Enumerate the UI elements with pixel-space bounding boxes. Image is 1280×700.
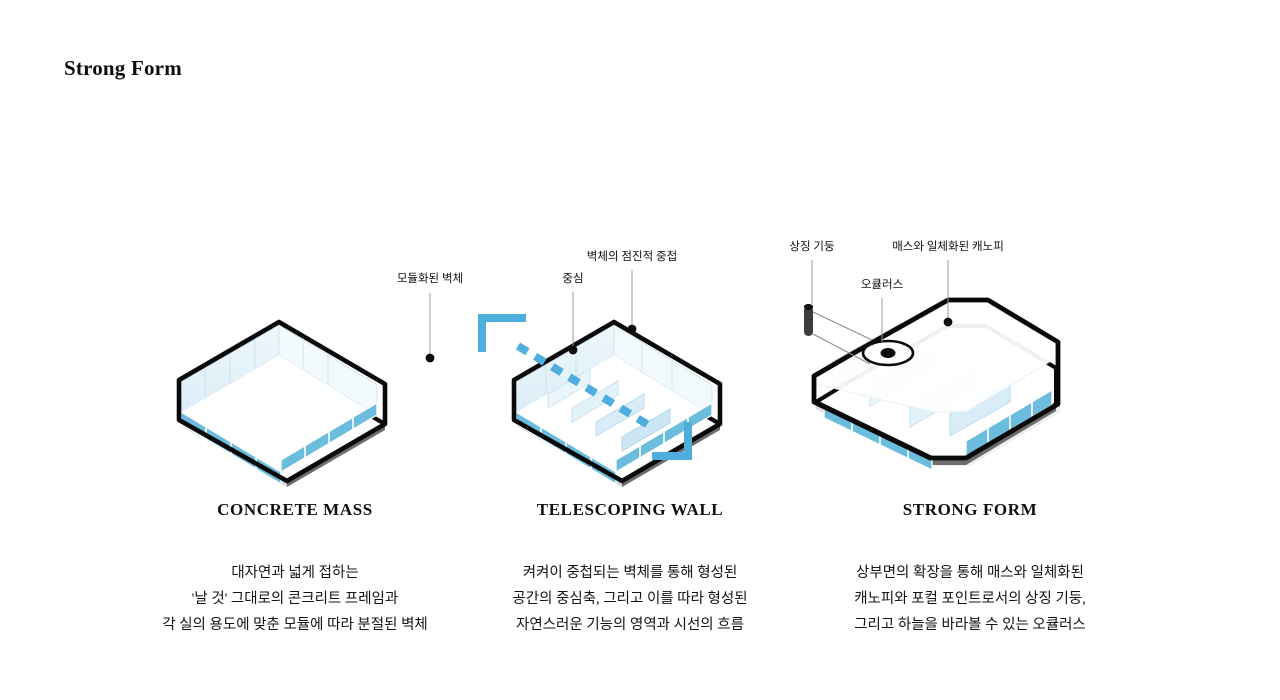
annotation-label: 벽체의 점진적 중첩 <box>587 250 677 263</box>
caption-line: 그리고 하늘을 바라볼 수 있는 오큘러스 <box>854 617 1086 633</box>
annotation-gradual-wall-overlap[interactable]: 벽체의 점진적 중첩 <box>587 250 677 334</box>
mass-outline <box>511 319 723 484</box>
caption-line: 캐노피와 포컬 포인트로서의 상징 기둥, <box>854 591 1086 607</box>
figure-title: TELESCOPING WALL <box>536 500 724 519</box>
caption-line: 자연스러운 기능의 영역과 시선의 흐름 <box>516 617 744 633</box>
annotation-symbolic-column[interactable]: 상징 기둥 <box>789 240 835 304</box>
annotation-modular-wall[interactable]: 모듈화된 벽체 <box>397 272 463 363</box>
diagram-panel-strong-form: 상징 기둥 매스와 일체화된 캐노피 오큘러스 STRONG FORM 상부면의… <box>760 230 1180 680</box>
annotation-label: 매스와 일체화된 캐노피 <box>892 239 1004 253</box>
symbolic-column[interactable] <box>803 303 873 365</box>
center-axis-arrow <box>478 314 692 460</box>
caption-line: '날 것' 그대로의 콘크리트 프레임과 <box>191 591 399 607</box>
figure-title: STRONG FORM <box>902 500 1038 519</box>
figure-title: CONCRETE MASS <box>217 500 373 519</box>
caption-line: 켜켜이 중첩되는 벽체를 통해 형성된 <box>522 565 738 581</box>
figure-strong-form: 상징 기둥 매스와 일체화된 캐노피 오큘러스 <box>760 230 1180 500</box>
wall-modules-right <box>280 401 378 474</box>
caption-line: 상부면의 확장을 통해 매스와 일체화된 <box>856 565 1084 581</box>
caption-line: 각 실의 용도에 맞춘 모듈에 따라 분절된 벽체 <box>162 617 428 633</box>
annotation-integrated-canopy[interactable]: 매스와 일체화된 캐노피 <box>892 239 1004 327</box>
figure-caption: 대자연과 넓게 접하는 '날 것' 그대로의 콘크리트 프레임과 각 실의 용도… <box>85 560 505 638</box>
page-title: Strong Form <box>64 56 182 80</box>
annotation-label: 모듈화된 벽체 <box>397 272 463 285</box>
caption-line: 공간의 중심축, 그리고 이를 따라 형성된 <box>512 591 748 607</box>
oculus-opening[interactable] <box>861 339 915 367</box>
diagram-panel-telescoping-wall: 중심 벽체의 점진적 중첩 TELESCOPING WALL 켜켜이 중첩되는 … <box>420 230 840 680</box>
annotation-label: 오큘러스 <box>861 278 903 291</box>
annotation-oculus[interactable]: 오큘러스 <box>861 278 903 342</box>
mass-outline <box>176 319 388 484</box>
figure-concrete-mass: 모듈화된 벽체 <box>85 230 505 500</box>
annotation-label: 상징 기둥 <box>789 240 834 253</box>
rear-right-wall-glass <box>278 324 378 416</box>
caption-line: 대자연과 넓게 접하는 <box>231 565 359 581</box>
annotation-label: 중심 <box>562 272 583 285</box>
figure-telescoping-wall: 중심 벽체의 점진적 중첩 <box>420 230 840 500</box>
annotation-center-axis[interactable]: 중심 <box>562 272 584 355</box>
figure-caption: 켜켜이 중첩되는 벽체를 통해 형성된 공간의 중심축, 그리고 이를 따라 형… <box>420 560 840 638</box>
figure-caption: 상부면의 확장을 통해 매스와 일체화된 캐노피와 포컬 포인트로서의 상징 기… <box>760 560 1180 638</box>
mass-outline <box>811 297 1061 461</box>
diagram-panel-concrete-mass: 모듈화된 벽체 CONCRETE MASS 대자연과 넓게 접하는 '날 것' … <box>85 230 505 680</box>
